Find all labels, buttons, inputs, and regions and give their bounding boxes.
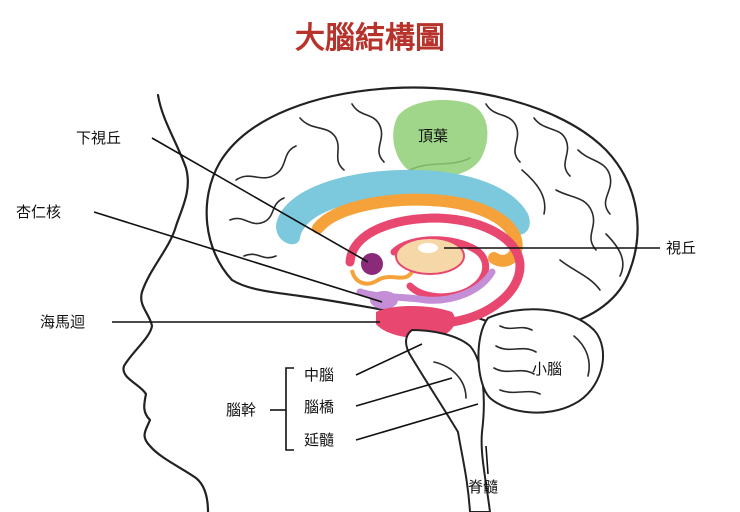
leader-lines bbox=[93, 137, 660, 475]
diagram-title: 大腦結構圖 bbox=[295, 21, 445, 56]
cerebrum-outline bbox=[205, 86, 639, 331]
hypothalamus bbox=[361, 253, 383, 275]
thalamus bbox=[395, 237, 465, 275]
label-midbrain: 中腦 bbox=[304, 366, 334, 384]
label-hypothalamus: 下視丘 bbox=[76, 129, 121, 147]
pons-curve bbox=[433, 361, 467, 399]
label-parietal-lobe: 頂葉 bbox=[418, 127, 448, 145]
fornix-thin bbox=[350, 269, 414, 286]
thalamus-core bbox=[418, 243, 438, 253]
cerebellum-folia bbox=[493, 325, 590, 395]
limbic-pink-outer bbox=[345, 213, 525, 327]
hippocampus bbox=[376, 306, 456, 339]
label-cerebellum: 小腦 bbox=[532, 360, 562, 378]
label-amygdala: 杏仁核 bbox=[16, 203, 61, 221]
cingulate-band bbox=[276, 169, 530, 245]
cerebellum bbox=[477, 308, 604, 414]
parietal-lobe bbox=[393, 100, 488, 178]
cortex-gyri bbox=[229, 103, 624, 291]
label-spinal-cord: 脊髓 bbox=[468, 478, 498, 496]
head-profile bbox=[122, 93, 210, 512]
label-brainstem: 腦幹 bbox=[226, 401, 256, 419]
brainstem bbox=[405, 328, 492, 512]
label-hippocampus: 海馬迴 bbox=[40, 313, 85, 331]
label-thalamus: 視丘 bbox=[666, 239, 696, 257]
amygdala bbox=[370, 291, 398, 309]
label-medulla: 延髓 bbox=[304, 431, 334, 449]
label-pons: 腦橋 bbox=[304, 398, 334, 416]
